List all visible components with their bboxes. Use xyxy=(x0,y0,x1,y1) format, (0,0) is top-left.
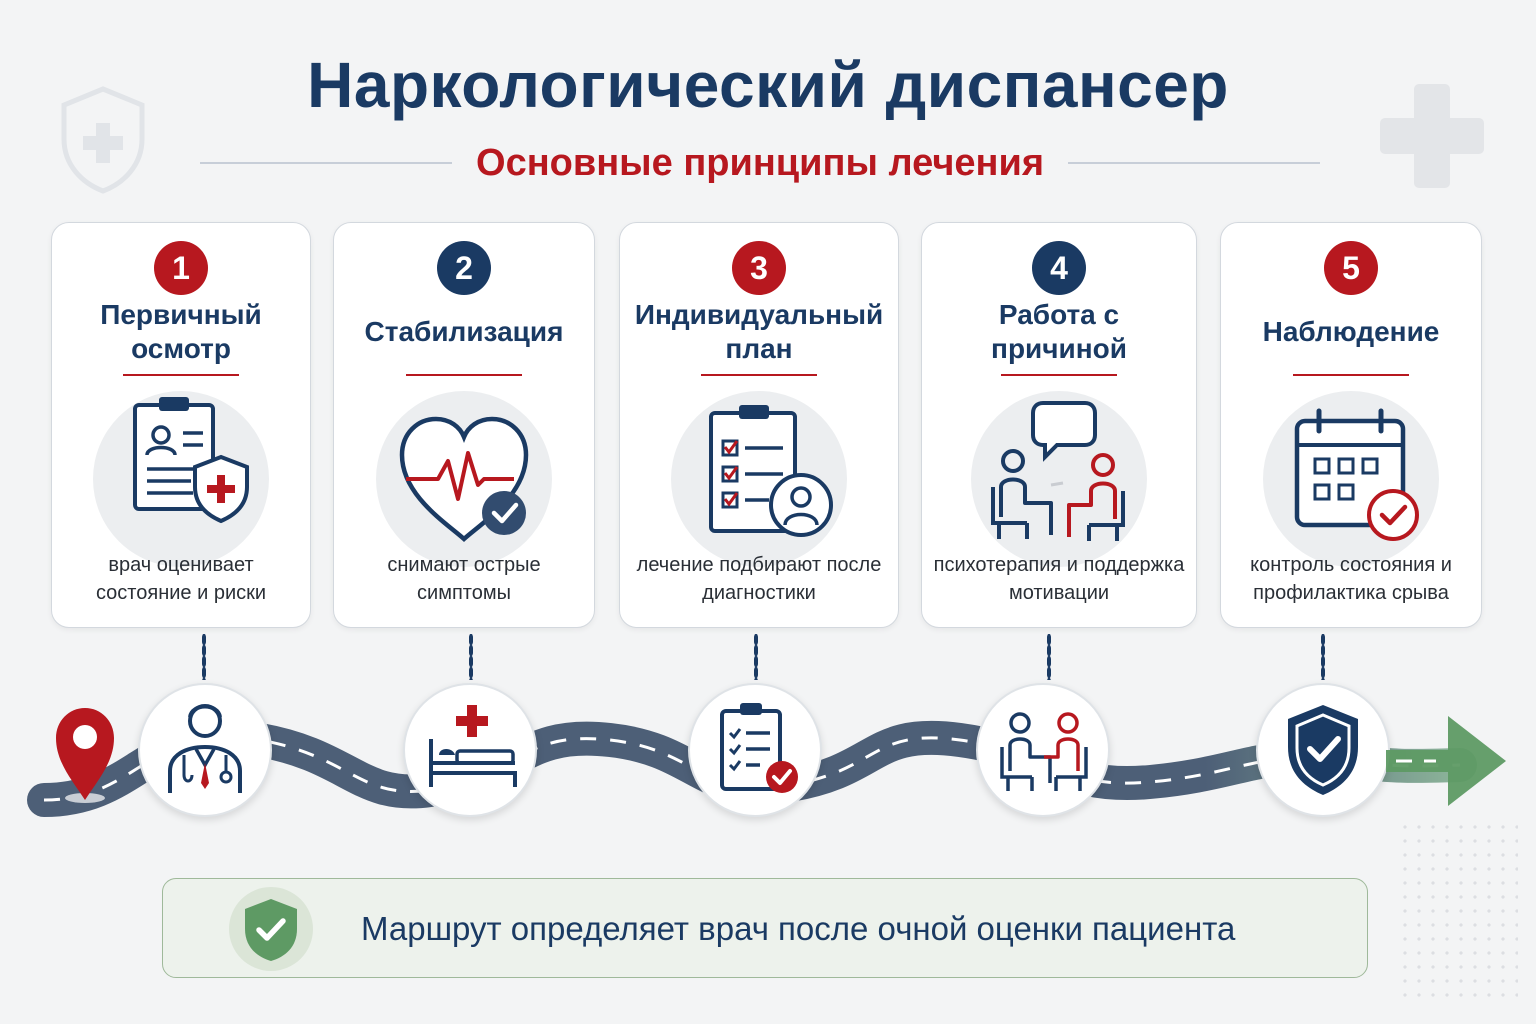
route-stop-4 xyxy=(976,683,1110,817)
step-icon-circle xyxy=(971,391,1147,567)
shield-check-icon xyxy=(245,899,297,961)
step-card-2: 2 Стабилизация снимают острые симптомы xyxy=(333,222,595,628)
subtitle-divider-left xyxy=(200,162,453,164)
page-subtitle: Основные принципы лечения xyxy=(476,141,1044,184)
step-card-3: 3 Индивидуальный план лечение подбира xyxy=(619,222,899,628)
step-title: Работа с причиной xyxy=(991,299,1127,364)
step-description: психотерапия и поддержка мотивации xyxy=(933,554,1185,604)
step-icon-circle xyxy=(671,391,847,567)
shield-check-icon xyxy=(1288,705,1358,795)
step-connector-5 xyxy=(1321,634,1325,680)
route-note-text: Маршрут определяет врач после очной оцен… xyxy=(361,910,1236,947)
step-card-5: 5 Наблюдение контроль состояния и профил… xyxy=(1220,222,1482,628)
doctor-icon xyxy=(168,704,242,793)
clipboard-check-icon xyxy=(720,703,798,793)
location-pin-icon xyxy=(56,708,114,803)
step-number-badge: 3 xyxy=(732,241,786,295)
background-dot-pattern xyxy=(1398,820,1518,1000)
step-title-underline xyxy=(701,374,817,376)
step-title-underline xyxy=(123,374,239,376)
step-title: Наблюдение xyxy=(1262,316,1440,347)
step-title: Стабилизация xyxy=(364,316,564,347)
checklist-person-icon xyxy=(709,405,833,537)
step-icon-circle xyxy=(1263,391,1439,567)
hospital-bed-icon xyxy=(429,705,517,787)
step-title: Индивидуальный план xyxy=(634,299,884,364)
step-number-badge: 4 xyxy=(1032,241,1086,295)
step-title-underline xyxy=(1293,374,1409,376)
route-stop-1 xyxy=(138,683,272,817)
therapy-session-icon xyxy=(991,401,1125,541)
step-connector-3 xyxy=(754,634,758,680)
step-title: Первичный осмотр xyxy=(100,299,262,364)
step-description: контроль состояния и профилактика срыва xyxy=(1250,554,1452,604)
step-icon-circle xyxy=(93,391,269,567)
background-cross-icon xyxy=(1380,84,1484,188)
heart-pulse-check-icon xyxy=(399,416,529,543)
calendar-check-icon xyxy=(1294,408,1419,541)
background-shield-icon xyxy=(61,86,145,194)
subtitle-divider-right xyxy=(1068,162,1321,164)
step-icon-circle xyxy=(376,391,552,567)
step-connector-2 xyxy=(469,634,473,680)
step-description: лечение подбирают после диагностики xyxy=(636,554,882,604)
route-stop-5 xyxy=(1256,683,1390,817)
step-connector-1 xyxy=(202,634,206,680)
step-card-4: 4 Работа с причиной психотерапия и подде… xyxy=(921,222,1197,628)
step-number-badge: 1 xyxy=(154,241,208,295)
step-card-1: 1 Первичный осмотр врач оценивает состоя… xyxy=(51,222,311,628)
conversation-icon xyxy=(1000,712,1088,791)
arrow-right-icon xyxy=(1386,716,1506,806)
step-number-badge: 2 xyxy=(437,241,491,295)
step-description: снимают острые симптомы xyxy=(387,554,541,604)
step-number-badge: 5 xyxy=(1324,241,1378,295)
page-title: Наркологический диспансер xyxy=(307,49,1229,121)
route-stop-3 xyxy=(688,683,822,817)
step-title-underline xyxy=(406,374,522,376)
subtitle-row: Основные принципы лечения xyxy=(200,138,1321,188)
step-title-underline xyxy=(1001,374,1117,376)
route-stop-2 xyxy=(403,683,537,817)
step-description: врач оценивает состояние и риски xyxy=(95,554,267,604)
step-connector-4 xyxy=(1047,634,1051,680)
clipboard-shield-icon xyxy=(133,397,249,524)
route-note-panel: Маршрут определяет врач после очной оцен… xyxy=(162,878,1368,978)
